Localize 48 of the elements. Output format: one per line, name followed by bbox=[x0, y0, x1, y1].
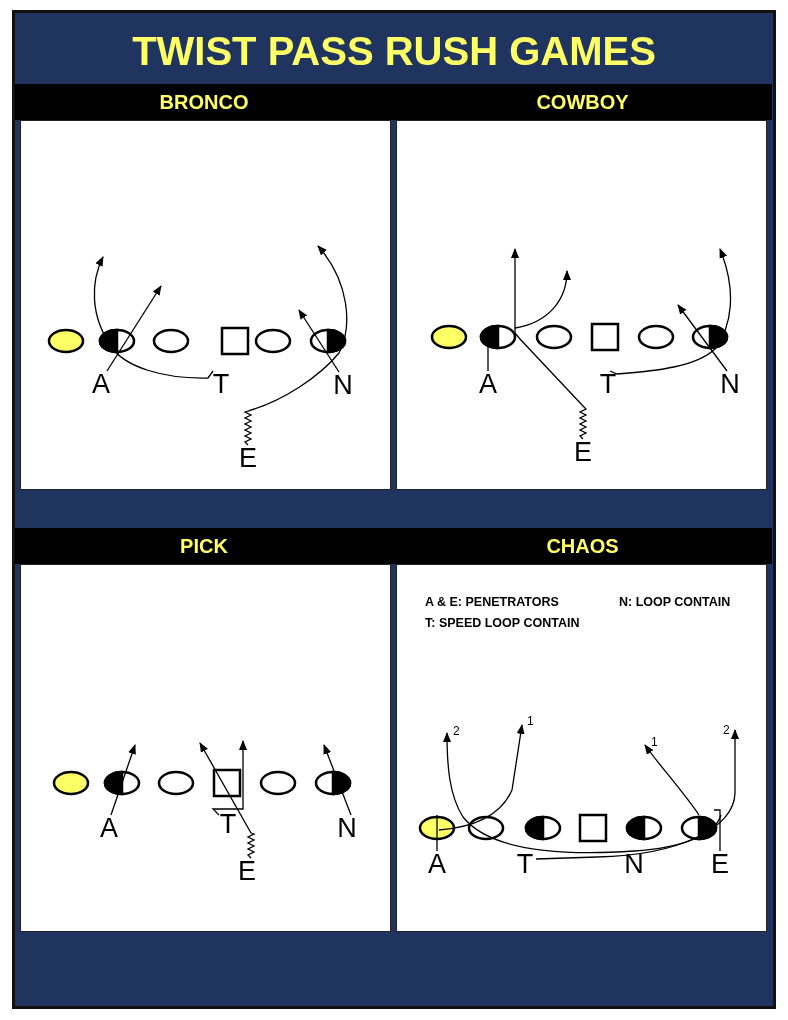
play-panel bbox=[393, 528, 772, 932]
title: TWIST PASS RUSH GAMES bbox=[131, 28, 657, 75]
position-letter: A bbox=[98, 815, 120, 841]
position-letter: T bbox=[597, 371, 619, 397]
play-panel bbox=[15, 84, 393, 490]
note-text: A & E: PENETRATORS bbox=[425, 595, 559, 609]
play-panel bbox=[393, 84, 772, 490]
edge-label: 2 bbox=[453, 725, 460, 738]
route-arrow bbox=[244, 245, 348, 446]
route-arrow bbox=[443, 732, 722, 854]
panel-heading: PICK bbox=[179, 534, 229, 559]
route-arrow bbox=[199, 742, 256, 859]
note-text: N: LOOP CONTAIN bbox=[619, 595, 731, 609]
route-arrow bbox=[298, 309, 340, 373]
route-arrow bbox=[487, 270, 571, 372]
route-arrow bbox=[677, 304, 728, 372]
route-arrow bbox=[110, 744, 136, 816]
position-letter: E bbox=[709, 851, 731, 877]
panel-heading: COWBOY bbox=[535, 90, 630, 115]
route-arrow bbox=[535, 729, 739, 860]
position-letter: N bbox=[332, 372, 354, 398]
position-letter: A bbox=[90, 371, 112, 397]
position-letter: A bbox=[426, 851, 448, 877]
position-letter: T bbox=[217, 811, 239, 837]
note-text: T: SPEED LOOP CONTAIN bbox=[425, 616, 580, 630]
route-arrow bbox=[106, 285, 162, 372]
route-arrow bbox=[93, 256, 214, 379]
route-arrow bbox=[436, 724, 525, 852]
edge-label: 1 bbox=[527, 715, 534, 728]
position-letter: N bbox=[623, 851, 645, 877]
position-letter: N bbox=[719, 371, 741, 397]
position-letter: E bbox=[236, 858, 258, 884]
position-letter: A bbox=[477, 371, 499, 397]
route-arrow bbox=[511, 248, 588, 440]
position-letter: E bbox=[572, 439, 594, 465]
edge-label: 1 bbox=[651, 736, 658, 749]
position-letter: E bbox=[237, 445, 259, 471]
position-letter: T bbox=[210, 371, 232, 397]
edge-label: 2 bbox=[723, 724, 730, 737]
position-letter: T bbox=[514, 851, 536, 877]
route-arrow bbox=[323, 744, 352, 816]
position-letter: N bbox=[336, 815, 358, 841]
route-arrow bbox=[644, 744, 721, 852]
panel-heading: CHAOS bbox=[545, 534, 620, 559]
play-panel bbox=[15, 528, 393, 932]
route-arrow bbox=[211, 740, 247, 816]
route-arrow bbox=[609, 248, 732, 375]
panel-heading: BRONCO bbox=[158, 90, 250, 115]
